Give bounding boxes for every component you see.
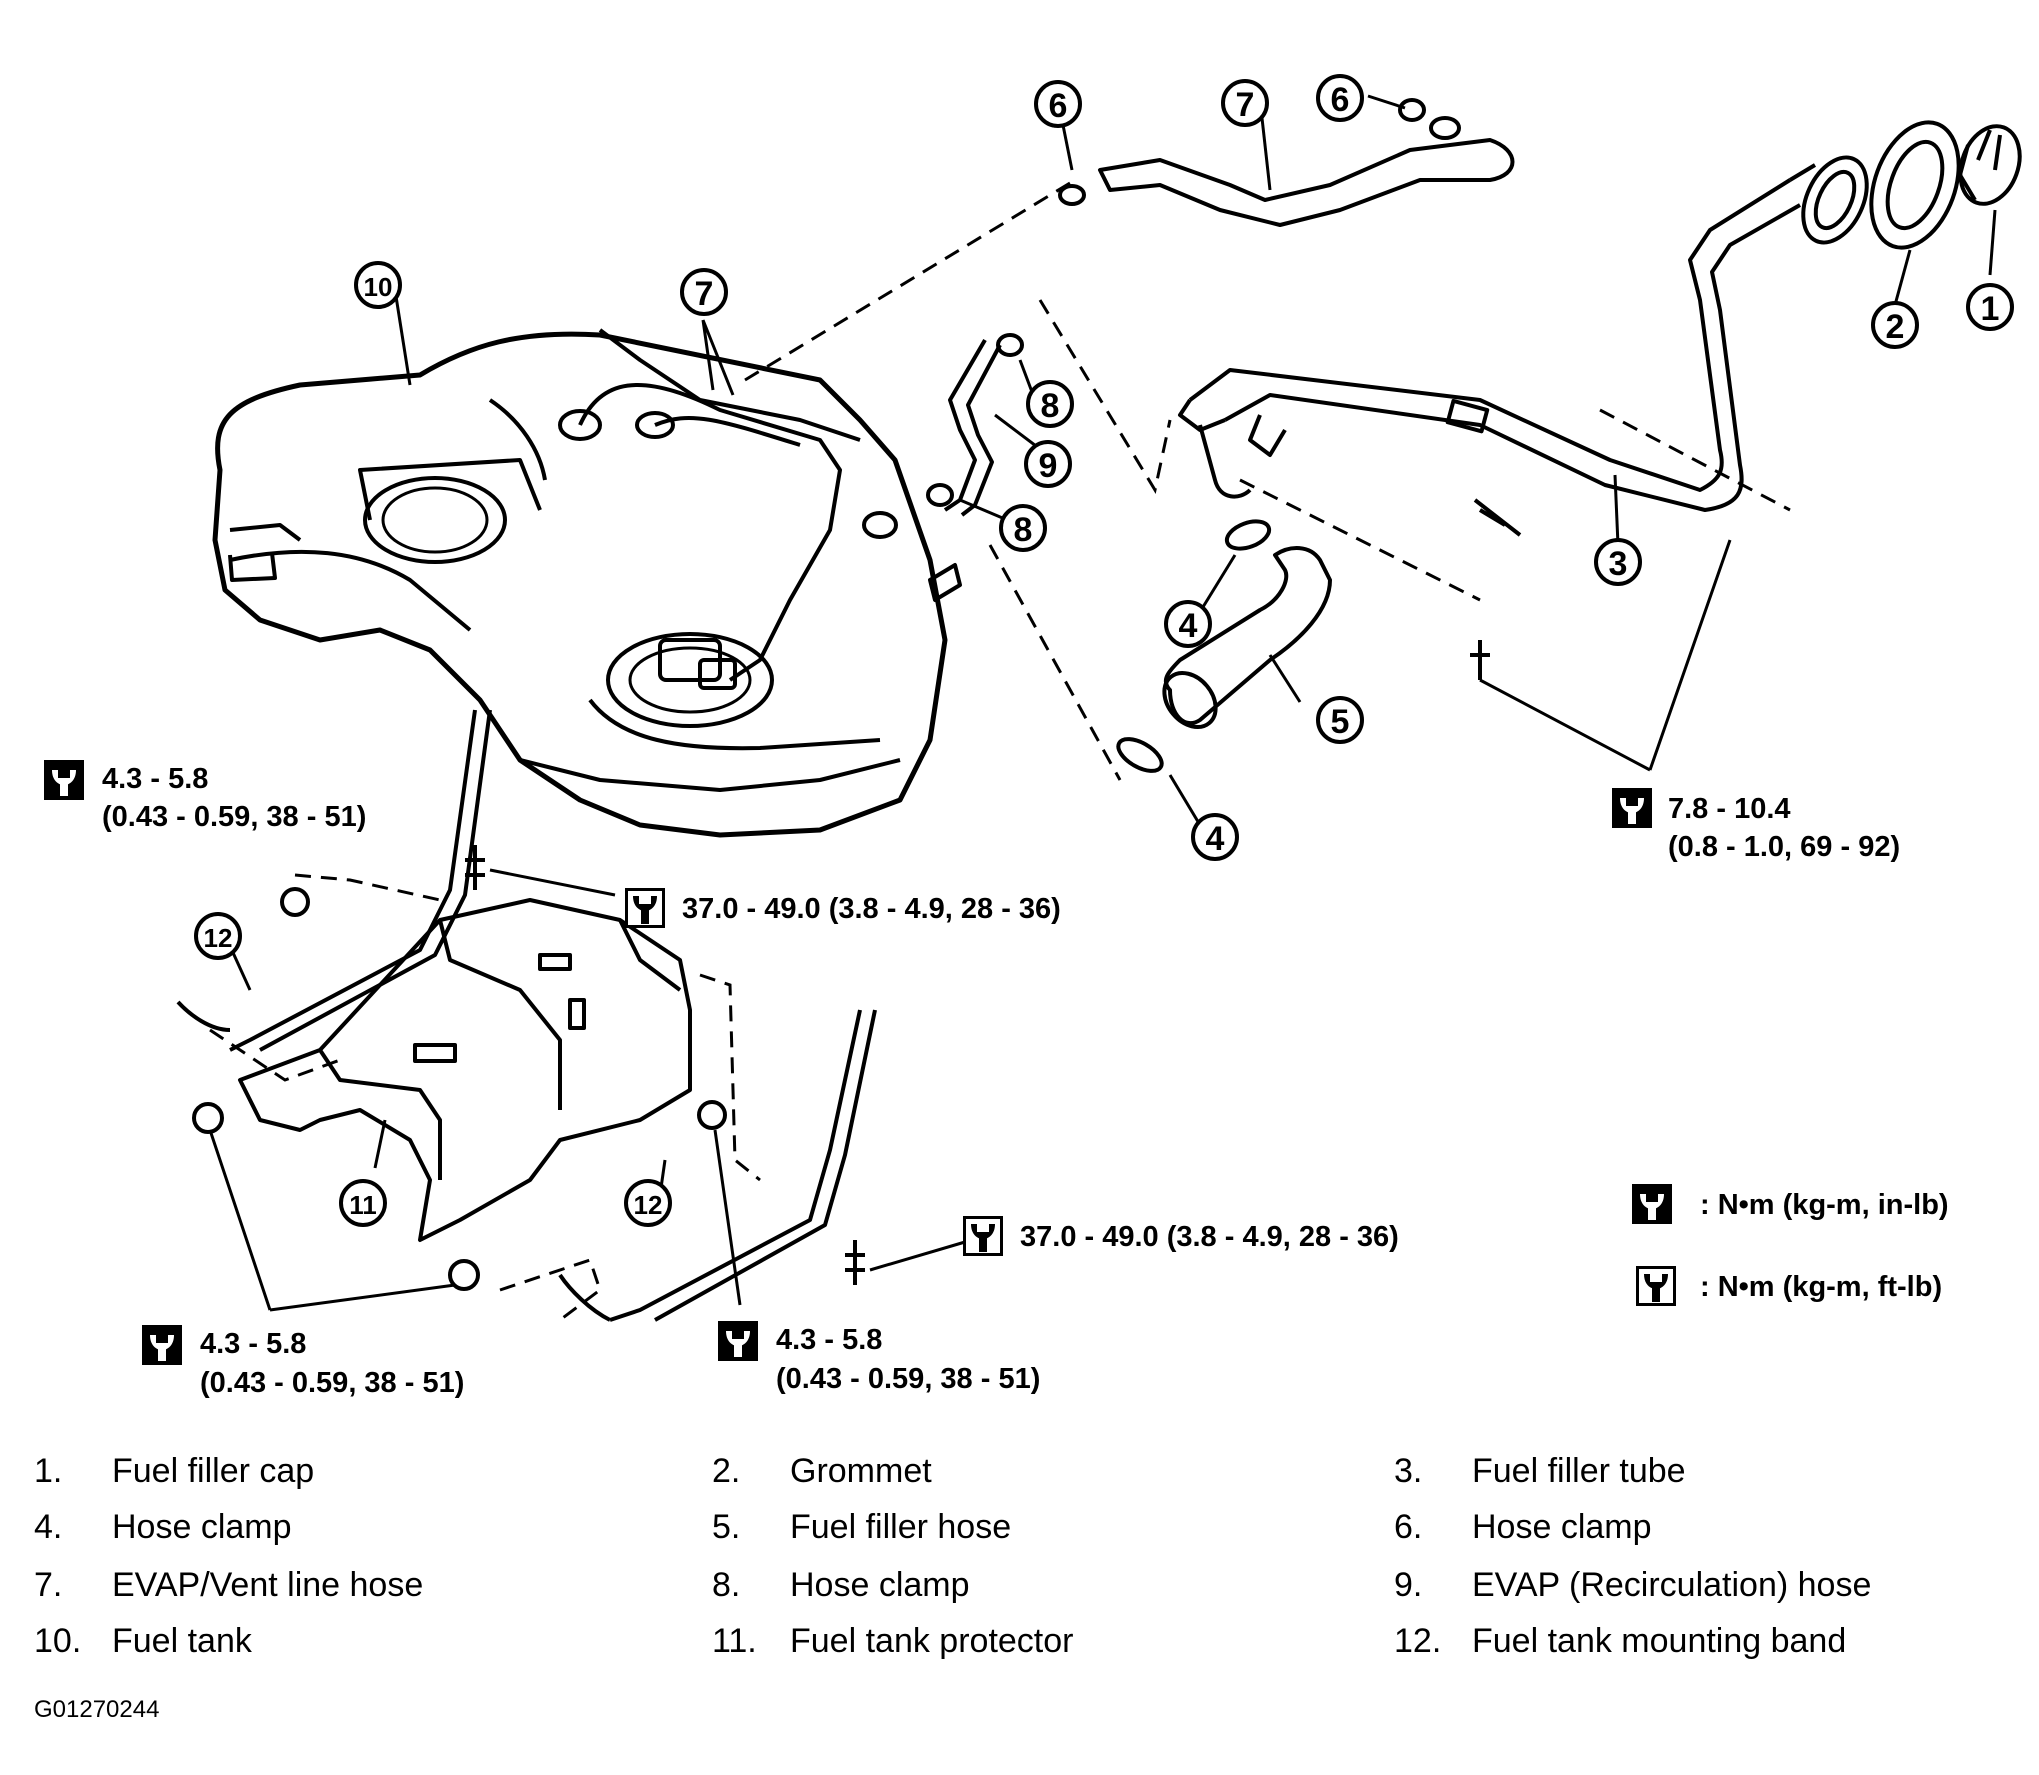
callout-4: 4: [1179, 607, 1198, 645]
legend-item: 12. Fuel tank mounting band: [1394, 1618, 1846, 1664]
legend-number: 4.: [34, 1508, 63, 1546]
callout-11: 11: [349, 1190, 377, 1220]
legend-label: Fuel filler tube: [1472, 1452, 1686, 1490]
legend-label: Hose clamp: [112, 1508, 292, 1546]
callout-circle: [354, 261, 402, 309]
key-in-lb-icon: [1632, 1184, 1672, 1224]
callout-8: 8: [1014, 511, 1033, 549]
callout-6: 6: [1049, 87, 1068, 125]
spec-right-line1: 7.8 - 10.4: [1668, 793, 1791, 825]
callout-8: 8: [1041, 387, 1060, 425]
legend-number: 6.: [1394, 1508, 1423, 1546]
legend-item: 5. Fuel filler hose: [712, 1504, 1011, 1550]
legend-label: Hose clamp: [790, 1566, 970, 1604]
legend-number: 10.: [34, 1622, 82, 1660]
legend-label: Fuel filler cap: [112, 1452, 315, 1490]
callout-circle: [1026, 380, 1074, 428]
callout-circle: [1966, 283, 2014, 331]
legend-item: 7. EVAP/Vent line hose: [34, 1562, 423, 1608]
legend-number: 7.: [34, 1566, 63, 1604]
legend-item: 8. Hose clamp: [712, 1562, 970, 1608]
spec-mid-bottom-line1: 4.3 - 5.8: [776, 1324, 882, 1356]
fuel-tank: [212, 328, 962, 838]
legend-label: Fuel tank mounting band: [1472, 1622, 1847, 1660]
legend-item: 2. Grommet: [712, 1448, 932, 1494]
legend-item: 11. Fuel tank protector: [712, 1618, 1073, 1664]
leader-lines: [208, 94, 1997, 1312]
legend-number: 12.: [1394, 1622, 1442, 1660]
callout-3: 3: [1609, 545, 1628, 583]
callout-circle: [194, 912, 242, 960]
callout-circle: [1871, 301, 1919, 349]
spec-center-top: 37.0 - 49.0 (3.8 - 4.9, 28 - 36): [682, 893, 1061, 925]
legend-number: 9.: [1394, 1566, 1423, 1604]
spec-left-bottom-line1: 4.3 - 5.8: [200, 1328, 306, 1360]
spec-right-line2: (0.8 - 1.0, 69 - 92): [1668, 831, 1900, 863]
callout-12: 12: [204, 923, 233, 953]
callout-1: 1: [1981, 290, 2000, 328]
callout-circle: [1034, 80, 1082, 128]
legend-item: 4. Hose clamp: [34, 1504, 292, 1550]
torque-in-lb-icon: [718, 1321, 758, 1361]
callout-4: 4: [1206, 820, 1225, 858]
fuel-tank-mounting-band: [176, 498, 1522, 1322]
legend-label: Fuel tank: [112, 1622, 252, 1660]
key-ft-lb-text: : N•m (kg-m, ft-lb): [1700, 1271, 1942, 1303]
callout-circle: [1191, 813, 1239, 861]
legend-number: 3.: [1394, 1452, 1423, 1490]
fuel-tank-protector: [238, 898, 692, 1242]
legend-label: EVAP (Recirculation) hose: [1472, 1566, 1872, 1604]
torque-ft-lb-icon: [625, 888, 665, 928]
callout-7: 7: [695, 275, 714, 313]
key-ft-lb-icon: [1636, 1266, 1676, 1306]
callout-7: 7: [1236, 86, 1255, 124]
callout-9: 9: [1039, 447, 1058, 485]
callout-10: 10: [364, 272, 393, 302]
callout-circle: [680, 268, 728, 316]
callout-2: 2: [1886, 308, 1905, 346]
callout-circle: [1316, 74, 1364, 122]
spec-left-top-line1: 4.3 - 5.8: [102, 763, 208, 795]
legend-item: 1. Fuel filler cap: [34, 1448, 314, 1494]
legend-item: 10. Fuel tank: [34, 1618, 252, 1664]
figure-id: G01270244: [34, 1696, 160, 1723]
legend-item: 6. Hose clamp: [1394, 1504, 1652, 1550]
legend-label: Hose clamp: [1472, 1508, 1652, 1546]
torque-ft-lb-icon: [963, 1216, 1003, 1256]
legend-label: Fuel tank protector: [790, 1622, 1074, 1660]
callout-circle: [624, 1179, 672, 1227]
callout-circle: [339, 1179, 387, 1227]
callout-circle: [999, 504, 1047, 552]
callout-6: 6: [1331, 81, 1350, 119]
legend-label: Fuel filler hose: [790, 1508, 1012, 1546]
legend-number: 8.: [712, 1566, 741, 1604]
legend-number: 1.: [34, 1452, 63, 1490]
callout-12: 12: [634, 1190, 663, 1220]
legend-item: 3. Fuel filler tube: [1394, 1448, 1686, 1494]
callout-circle: [1316, 696, 1364, 744]
callout-5: 5: [1331, 703, 1350, 741]
torque-in-lb-icon: [1612, 788, 1652, 828]
legend-label: Grommet: [790, 1452, 932, 1490]
torque-in-lb-icon: [142, 1325, 182, 1365]
callout-circle: [1164, 600, 1212, 648]
spec-left-bottom-line2: (0.43 - 0.59, 38 - 51): [200, 1367, 464, 1399]
torque-in-lb-icon: [44, 760, 84, 800]
spec-left-top-line2: (0.43 - 0.59, 38 - 51): [102, 801, 366, 833]
callout-circle: [1594, 538, 1642, 586]
callout-circle: [1221, 79, 1269, 127]
legend-number: 11.: [712, 1622, 757, 1660]
callout-circle: [1024, 440, 1072, 488]
legend-item: 9. EVAP (Recirculation) hose: [1394, 1562, 1871, 1608]
fuel-system-diagram: 1 2 3 4 4 5 6 6 7 7 8 8 9 10 11 12 12 4.…: [44, 74, 2022, 1399]
spec-mid-bottom-line2: (0.43 - 0.59, 38 - 51): [776, 1363, 1040, 1395]
legend-number: 5.: [712, 1508, 741, 1546]
legend-label: EVAP/Vent line hose: [112, 1566, 424, 1604]
fuel-filler-tube: [926, 98, 2022, 773]
key-in-lb-text: : N•m (kg-m, in-lb): [1700, 1189, 1949, 1221]
dashed-guides: [209, 178, 1791, 1322]
spec-center-bottom: 37.0 - 49.0 (3.8 - 4.9, 28 - 36): [1020, 1221, 1399, 1253]
legend-number: 2.: [712, 1452, 741, 1490]
